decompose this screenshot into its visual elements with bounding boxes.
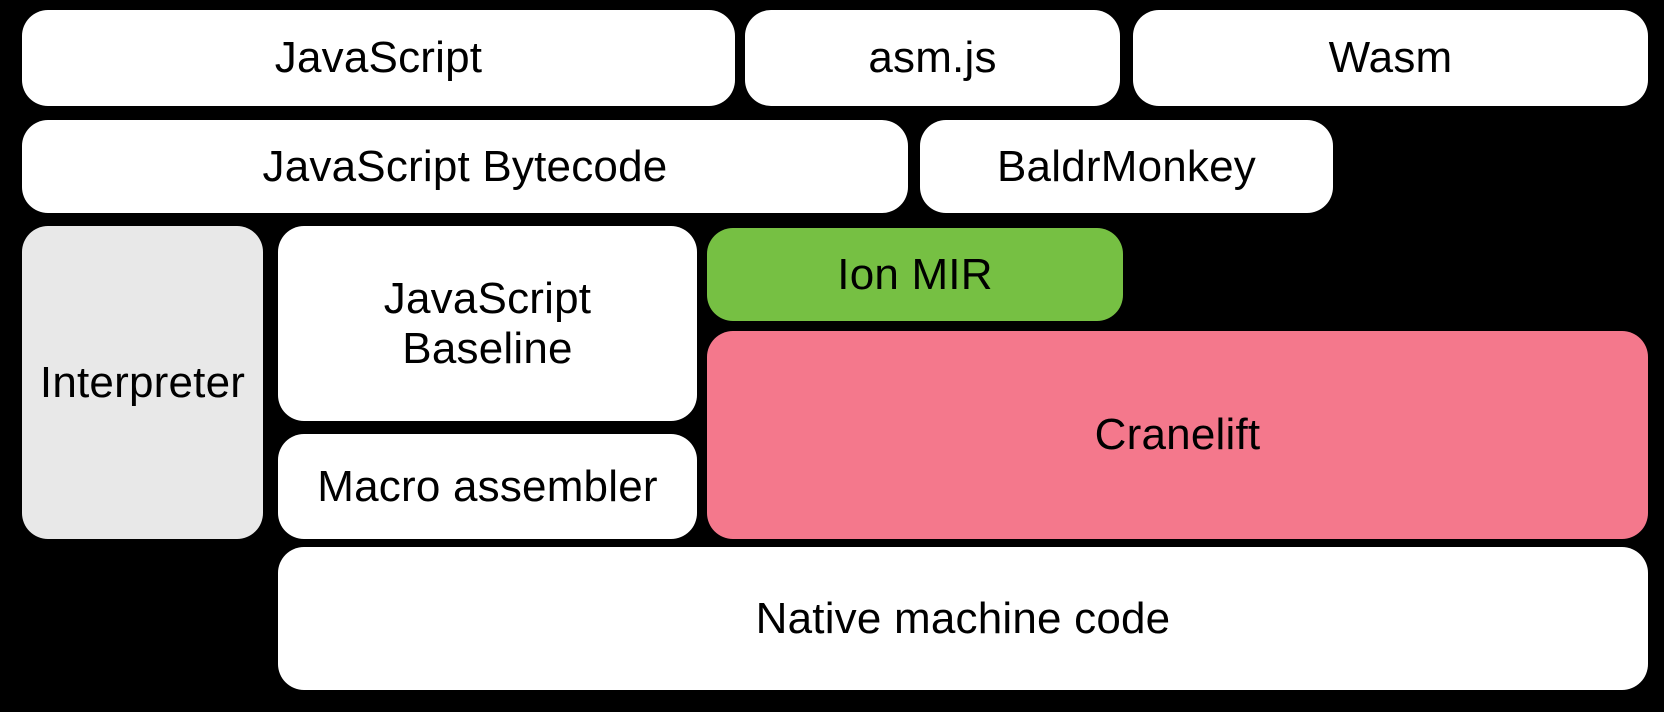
node-label-cranelift: Cranelift	[1094, 410, 1261, 460]
node-label-javascript-baseline: JavaScript Baseline	[383, 274, 592, 373]
node-macro-assembler: Macro assembler	[278, 434, 697, 539]
node-label-javascript: JavaScript	[274, 33, 483, 83]
node-javascript-bytecode: JavaScript Bytecode	[22, 120, 908, 213]
node-javascript: JavaScript	[22, 10, 735, 106]
node-label-asmjs: asm.js	[868, 33, 997, 83]
node-ion-mir: Ion MIR	[707, 228, 1123, 321]
node-baldrmonkey: BaldrMonkey	[920, 120, 1333, 213]
node-interpreter: Interpreter	[22, 226, 263, 539]
node-cranelift: Cranelift	[707, 331, 1648, 539]
node-wasm: Wasm	[1133, 10, 1648, 106]
node-label-wasm: Wasm	[1328, 33, 1453, 83]
node-asmjs: asm.js	[745, 10, 1120, 106]
node-label-macro-assembler: Macro assembler	[317, 461, 658, 511]
node-javascript-baseline: JavaScript Baseline	[278, 226, 697, 421]
node-native-machine-code: Native machine code	[278, 547, 1648, 690]
node-label-javascript-bytecode: JavaScript Bytecode	[262, 141, 668, 191]
node-label-baldrmonkey: BaldrMonkey	[997, 141, 1256, 191]
node-label-native-machine-code: Native machine code	[755, 593, 1171, 643]
node-label-interpreter: Interpreter	[39, 357, 246, 407]
node-label-ion-mir: Ion MIR	[837, 249, 993, 299]
